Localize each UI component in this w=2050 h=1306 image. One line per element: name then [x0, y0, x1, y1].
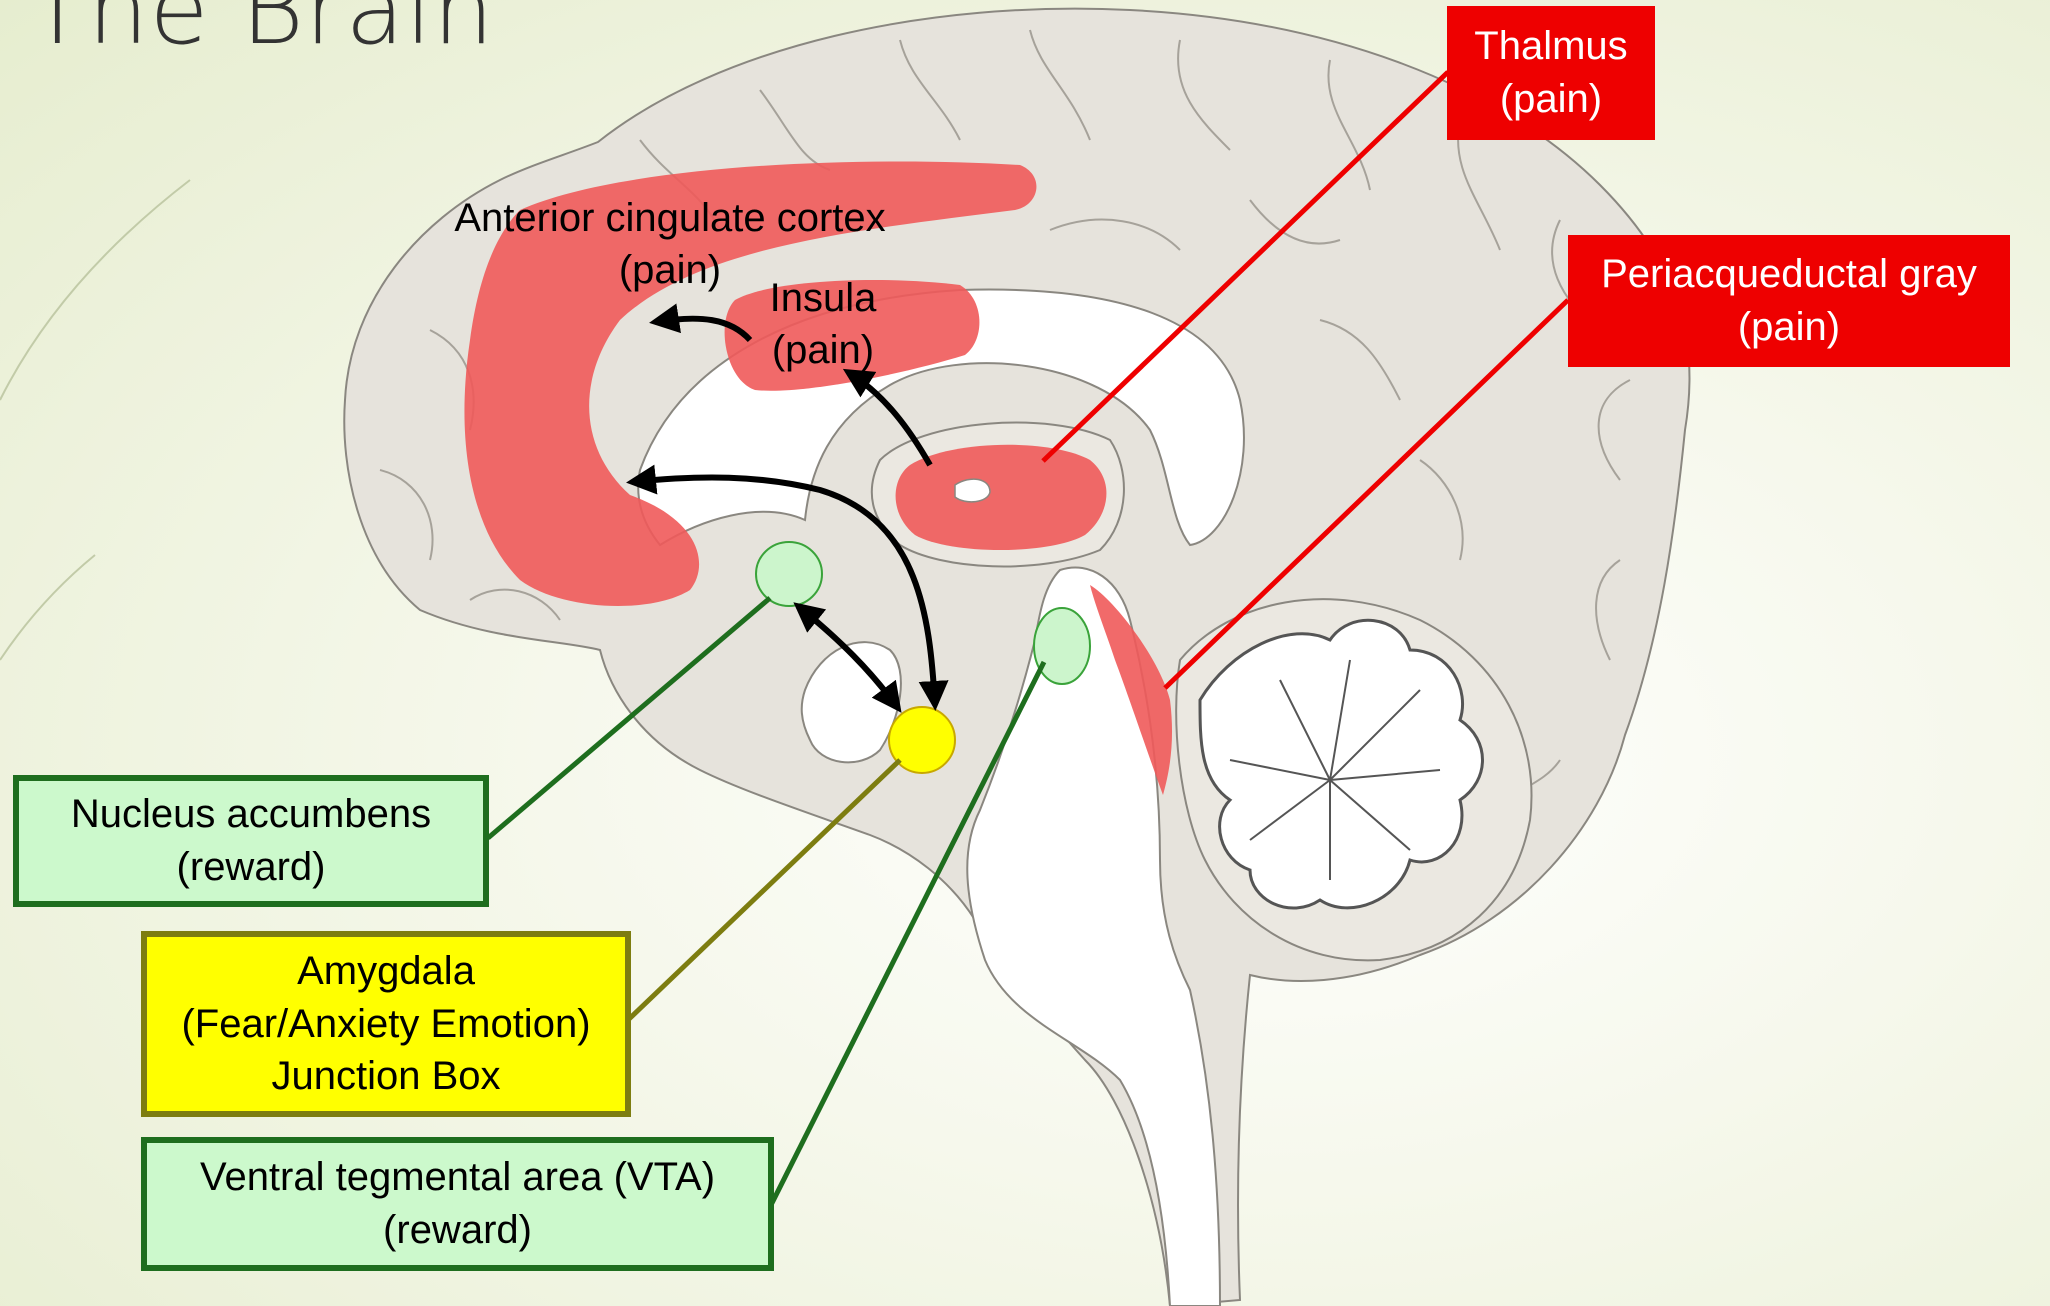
pag-label-role: (pain) — [1601, 301, 1977, 354]
vta-label-role: (reward) — [200, 1204, 715, 1257]
thalamus-inner-hole — [955, 479, 990, 502]
amygdala-label-extra: Junction Box — [181, 1050, 590, 1103]
vta-label-box: Ventral tegmental area (VTA) (reward) — [141, 1137, 774, 1271]
pag-label-box: Periacqueductal gray (pain) — [1568, 235, 2010, 367]
leader-amygdala — [628, 760, 900, 1020]
thalamus-label-role: (pain) — [1474, 73, 1627, 126]
nucleus-accumbens-label-role: (reward) — [71, 841, 431, 894]
background-swoosh-lines — [0, 180, 190, 660]
pag-label-name: Periacqueductal gray — [1601, 248, 1977, 301]
nucleus-accumbens-region — [756, 542, 822, 606]
insula-label: Insula (pain) — [743, 272, 903, 376]
amygdala-label-name: Amygdala — [181, 945, 590, 998]
insula-label-name: Insula — [743, 272, 903, 324]
vta-label-name: Ventral tegmental area (VTA) — [200, 1151, 715, 1204]
acc-label-name: Anterior cingulate cortex — [400, 192, 940, 244]
amygdala-label-role: (Fear/Anxiety Emotion) — [181, 998, 590, 1051]
vta-region — [1034, 608, 1090, 684]
amygdala-label-box: Amygdala (Fear/Anxiety Emotion) Junction… — [141, 931, 631, 1117]
insula-label-role: (pain) — [743, 324, 903, 376]
nucleus-accumbens-label-name: Nucleus accumbens — [71, 788, 431, 841]
nucleus-accumbens-label-box: Nucleus accumbens (reward) — [13, 775, 489, 907]
thalamus-label-name: Thalmus — [1474, 20, 1627, 73]
thalamus-label-box: Thalmus (pain) — [1447, 6, 1655, 140]
